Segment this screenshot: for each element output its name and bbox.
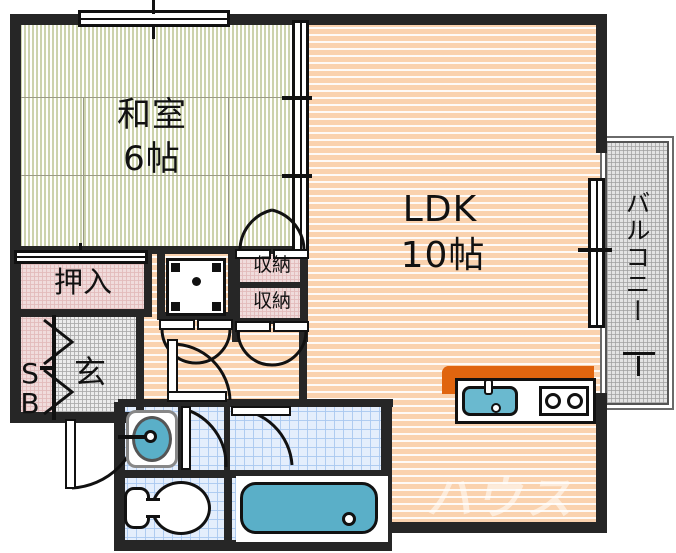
wall-sanitary-divider-v [224,470,232,548]
label-shoebox-bottom: B [20,387,40,420]
wall-exterior-right-balcony [596,141,607,153]
label-oshiire: 押入 [53,265,112,299]
washer-drain [192,277,201,286]
label-washitsu-name: 和室 [117,95,187,135]
washbasin-drain [144,430,157,443]
label-closet-upper: 収納 [252,254,291,276]
sliding-door-balcony[interactable] [588,178,605,328]
shoebox-divider [40,366,56,370]
door-closet-double[interactable] [235,321,309,367]
wall-closet-mid [236,282,306,288]
kitchen-faucet [484,379,493,395]
partition-tick [282,96,312,100]
washbasin-faucet [118,435,148,439]
wall-wm-left [157,252,165,320]
room-fill-washitsu [14,24,297,252]
wall-hall-ldk [299,320,307,406]
window-tick [152,0,155,14]
label-ldk-size: 10帖 [400,235,486,276]
watermark: ハウス [423,471,586,525]
tatami-seam [83,97,84,252]
wall-sanitary-divider-h [118,470,390,478]
wall-sanitary-bottom [114,540,392,551]
washer-corner [171,302,180,311]
tatami-seam [228,97,229,252]
wall-exterior-right-upper [596,14,607,142]
stove-burner [545,393,561,409]
washer-corner [171,263,180,272]
label-genkan: 玄 [73,353,106,391]
door-hall-single[interactable] [167,339,232,404]
wall-hall-bottom [118,399,393,407]
window-tick [152,27,155,39]
wall-exterior-left [10,14,21,423]
label-closet-lower: 収納 [252,290,291,312]
toilet-bowl [151,481,211,535]
washer-corner [212,302,221,311]
room-fill-balcony [605,141,669,405]
door-washitsu-double[interactable] [235,206,309,259]
balcony-door-tick [578,248,612,252]
range-hood [442,366,594,380]
toilet-neck [146,498,160,518]
shoebox-symbol-upper [43,318,75,366]
label-shoebox-top: S [21,357,39,390]
wall-closet-right [300,246,308,342]
range-hood-leg [442,366,456,394]
wall-oshiire-bottom [10,309,152,317]
wall-exterior-bottom-left [10,412,140,423]
room-fill-closet-lower [238,288,306,320]
shoebox-symbol-lower [43,368,75,416]
washer-corner [212,263,221,272]
door-bath[interactable] [231,406,294,471]
oshiire-door-tick [79,243,82,253]
partition-tick [282,174,312,178]
door-washbasin[interactable] [181,406,228,471]
tatami-seam [14,97,297,98]
bathtub-drain [342,512,356,526]
wall-exterior-right-lower [596,393,607,533]
label-washitsu-size: 6帖 [123,139,181,179]
wall-wm-bottom [157,312,236,320]
wall-exterior-bottom-right [388,522,607,533]
balcony-rail-mark [623,352,655,355]
stove-burner [567,393,583,409]
tatami-seam [14,175,297,176]
label-ldk-name: LDK [402,189,478,230]
wall-closet-left [232,246,240,342]
wall-washitsu-bottom [10,246,307,254]
label-balcony: バルコニー [622,190,651,325]
balcony-rail-mark [637,356,640,376]
tatami-seam [153,24,154,97]
wall-genkan-right [136,313,144,423]
wall-bath-left [224,405,230,473]
bathtub [240,482,378,534]
sink-drain [491,403,501,413]
wall-oshiire-right [144,252,152,312]
